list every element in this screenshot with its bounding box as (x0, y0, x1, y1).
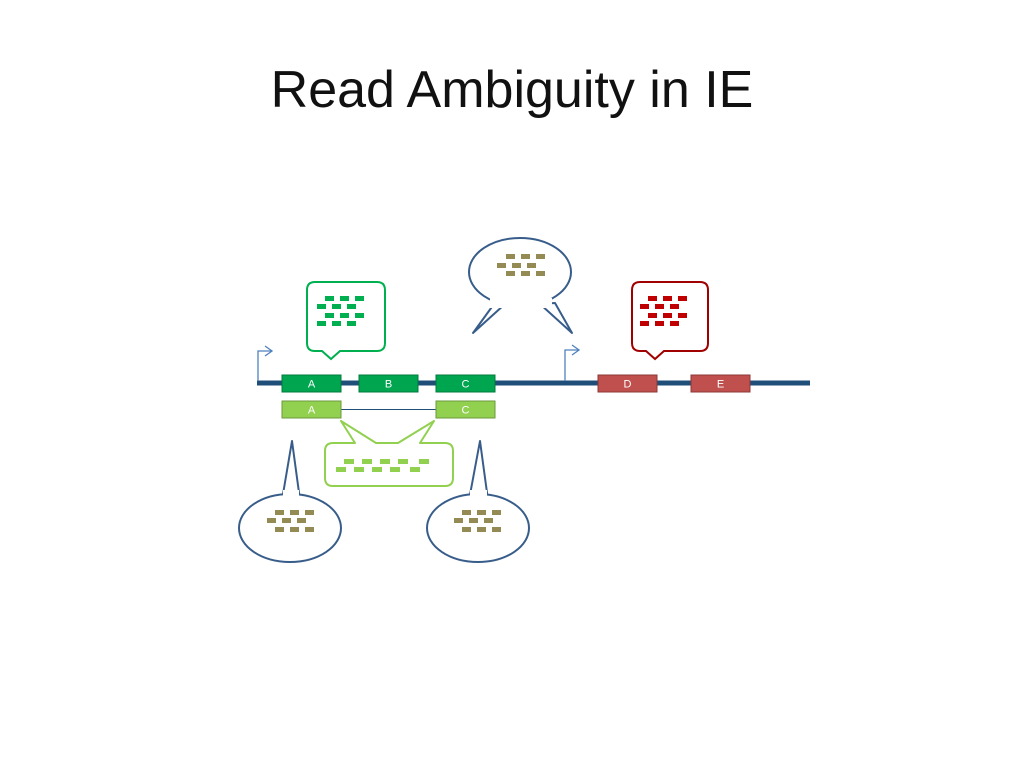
callout-exon-c-read (426, 440, 530, 563)
exon-label: A (308, 405, 316, 417)
exon-label: C (462, 379, 470, 391)
callout-gene1-reads (306, 281, 386, 361)
exon-label: B (385, 379, 392, 391)
read-marks (336, 459, 429, 472)
exon-label: E (717, 379, 724, 391)
tss-arrow-gene2 (564, 344, 581, 381)
gene2-exon-d: D (597, 374, 658, 393)
gene1-exon-a: A (281, 374, 342, 393)
exon-label: D (624, 379, 632, 391)
read-marks (640, 296, 687, 326)
gene1-exon-c: C (435, 374, 496, 393)
callout-exon-a-read (238, 440, 342, 563)
gene1-exon-b: B (358, 374, 419, 393)
callout-ambiguous-top (468, 237, 573, 334)
read-marks (267, 510, 314, 532)
exon-label: A (308, 379, 316, 391)
isoform-exon-a: A (281, 400, 342, 419)
tss-arrow-gene1 (257, 345, 274, 381)
slide-title: Read Ambiguity in IE (270, 61, 754, 119)
read-marks (497, 254, 545, 276)
exon-label: C (462, 405, 470, 417)
read-marks (317, 296, 364, 326)
callout-junction-read (324, 420, 454, 487)
callout-gene2-reads (631, 281, 709, 361)
read-marks (454, 510, 501, 532)
isoform-exon-c: C (435, 400, 496, 419)
gene2-exon-e: E (690, 374, 751, 393)
